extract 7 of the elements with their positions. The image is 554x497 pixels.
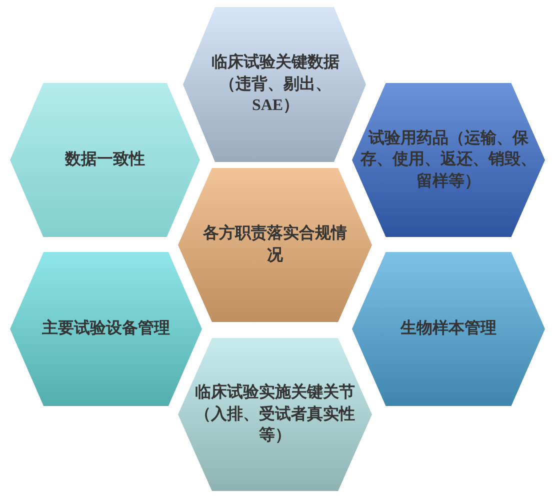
hexagon-label: 临床试验实施关键关节（入排、受试者真实性等）: [194, 382, 356, 446]
hexagon-label: 主要试验设备管理: [42, 318, 170, 340]
hexagon-label: 临床试验关键数据（违背、剔出、SAE）: [210, 52, 340, 116]
hexagon-label: 数据一致性: [65, 150, 145, 170]
hexagon-label: 各方职责落实合规情况: [202, 223, 348, 266]
hexagon-label: 试验用药品（运输、保存、使用、返还、销毁、留样等）: [359, 128, 538, 192]
hexagon-label: 生物样本管理: [400, 318, 496, 340]
